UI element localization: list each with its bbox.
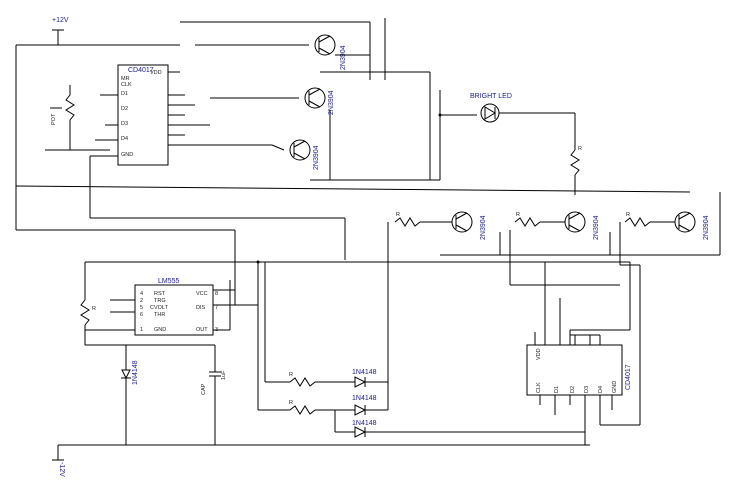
supply-positive: +12V bbox=[15, 17, 180, 230]
pin-number: 4 bbox=[140, 291, 143, 297]
resistor-q5: R bbox=[514, 212, 565, 227]
pin-label: CLK bbox=[536, 382, 542, 393]
timer-bus bbox=[84, 260, 631, 410]
diode-timer-label: 1N4148 bbox=[132, 360, 139, 385]
cap-value: 1uF bbox=[221, 370, 227, 380]
resistor-led: R bbox=[570, 146, 582, 195]
resistor-label: R bbox=[289, 372, 293, 378]
pin-label: GND bbox=[612, 381, 618, 393]
pin-label: TRG bbox=[154, 298, 166, 304]
pin-number: 6 bbox=[140, 312, 143, 318]
ic-u1-name: CD4017 bbox=[128, 67, 154, 74]
pin-label: DIS bbox=[196, 305, 206, 311]
positive-supply-label: +12V bbox=[52, 17, 69, 24]
lm555-name: LM555 bbox=[158, 278, 180, 285]
led-label: BRIGHT LED bbox=[470, 93, 512, 100]
pin-label: RST bbox=[154, 291, 166, 297]
pot-label: POT bbox=[51, 113, 57, 125]
q1-label: 2N3904 bbox=[340, 45, 347, 70]
pin-number: 5 bbox=[140, 305, 143, 311]
diode-net-2: 1N4148 bbox=[352, 395, 388, 416]
pin-label: CVOLT bbox=[150, 305, 169, 311]
q5-label: 2N3904 bbox=[593, 215, 600, 240]
pin-label: D1 bbox=[121, 91, 128, 97]
ic-cd4017-lower: CD4017 VDD CLK D1 D2 D3 D4 GND bbox=[526, 262, 640, 445]
resistor-net-1: R bbox=[265, 372, 355, 387]
pin-label: OUT bbox=[196, 327, 208, 333]
resistor-label: R bbox=[626, 212, 630, 218]
resistor-q6: R bbox=[624, 212, 675, 227]
transistor-q5: 2N3904 bbox=[564, 211, 600, 240]
resistor-net-2: R bbox=[258, 400, 355, 433]
collector-bus bbox=[180, 18, 477, 181]
pin-number: 1 bbox=[140, 327, 143, 333]
pin-label: D1 bbox=[554, 386, 560, 393]
bright-led: BRIGHT LED bbox=[470, 93, 576, 150]
pin-label: MR bbox=[121, 76, 130, 82]
resistor-q4: R bbox=[387, 212, 452, 410]
negative-supply-label: -12V bbox=[58, 462, 65, 477]
lower-emitter-bus bbox=[440, 192, 721, 425]
pin-label: D4 bbox=[598, 386, 604, 393]
ic-cd4017-upper: CD4017 MR CLK D1 D2 D3 D4 GND VDD bbox=[90, 64, 210, 166]
pin-label: THR bbox=[154, 312, 165, 318]
diode-net-3-label: 1N4148 bbox=[352, 420, 377, 427]
pin-label: GND bbox=[121, 152, 133, 158]
transistor-q1: 2N3904 bbox=[195, 34, 347, 70]
resistor-label: R bbox=[92, 306, 96, 312]
supply-negative: -12V bbox=[52, 444, 590, 477]
pin-label: GND bbox=[154, 327, 166, 333]
capacitor-timer: 1uF CAP bbox=[201, 345, 227, 445]
potentiometer: POT bbox=[45, 85, 110, 151]
ic-u2-name: CD4017 bbox=[625, 364, 632, 390]
transistor-q4: 2N3904 bbox=[451, 211, 487, 240]
pin-label: D3 bbox=[584, 386, 590, 393]
resistor-label: R bbox=[396, 212, 400, 218]
diode-net-3: 1N4148 bbox=[352, 420, 585, 438]
pin-label: VDD bbox=[150, 70, 162, 76]
pin-label: D2 bbox=[121, 106, 128, 112]
q6-label: 2N3904 bbox=[703, 215, 710, 240]
resistor-label: R bbox=[289, 400, 293, 406]
pin-number: 8 bbox=[215, 291, 218, 297]
q2-label: 2N3904 bbox=[328, 90, 335, 115]
transistor-q6: 2N3904 bbox=[674, 211, 710, 240]
transistor-q2: 2N3904 bbox=[210, 87, 335, 115]
pin-label: D2 bbox=[570, 386, 576, 393]
diode-net-1: 1N4148 bbox=[352, 369, 388, 388]
diode-net-1-label: 1N4148 bbox=[352, 369, 377, 376]
pin-label: VDD bbox=[536, 348, 542, 360]
pin-label: VCC bbox=[196, 291, 208, 297]
q4-label: 2N3904 bbox=[480, 215, 487, 240]
q3-label: 2N3904 bbox=[313, 145, 320, 170]
cap-label: CAP bbox=[201, 383, 207, 395]
resistor-label: R bbox=[578, 146, 582, 152]
pin-number: 7 bbox=[215, 305, 218, 311]
pin-label: CLK bbox=[121, 82, 132, 88]
resistor-timer: R bbox=[80, 299, 215, 346]
pin-label: D4 bbox=[121, 136, 128, 142]
pin-number: 2 bbox=[140, 298, 143, 304]
transistor-q3: 2N3904 bbox=[205, 139, 320, 170]
ic-lm555: LM555 RST TRG CVOLT THR GND VCC DIS OUT … bbox=[85, 278, 258, 336]
diode-net-2-label: 1N4148 bbox=[352, 395, 377, 402]
pin-label: D3 bbox=[121, 121, 128, 127]
diode-timer: 1N4148 bbox=[121, 345, 139, 445]
resistor-label: R bbox=[516, 212, 520, 218]
mid-bus bbox=[15, 156, 691, 305]
